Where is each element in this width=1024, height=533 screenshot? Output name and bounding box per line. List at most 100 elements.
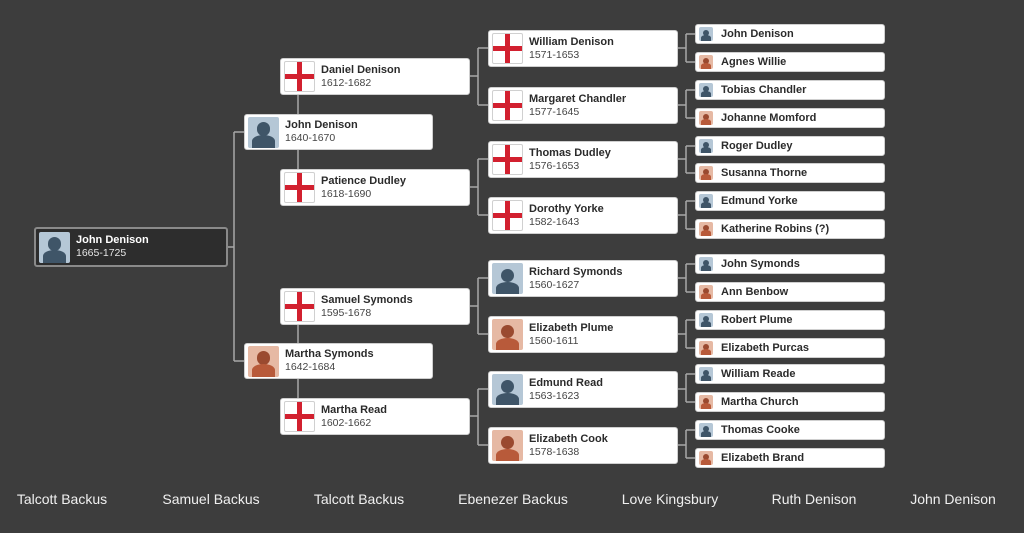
person-name: Daniel Denison [321,63,401,76]
person-name: Martha Church [721,395,799,408]
person-name: John Denison [721,27,794,40]
person-name: Richard Symonds [529,265,623,278]
person-name: Elizabeth Brand [721,451,805,464]
ancestor-card[interactable]: Ann Benbow [695,282,885,302]
male-avatar-icon [492,263,523,294]
england-flag-icon [284,401,315,432]
person-avatar-icon [39,231,70,263]
female-avatar-icon [699,285,713,299]
descendant-link[interactable]: Ruth Denison [771,491,857,507]
female-avatar-icon [248,345,279,377]
person-name: John Symonds [721,257,800,270]
ancestor-card[interactable]: Edmund Yorke [695,191,885,211]
person-dates: 1595-1678 [321,306,372,319]
ancestor-card[interactable]: Elizabeth Brand [695,448,885,468]
ancestor-card[interactable]: Agnes Willie [695,52,885,72]
england-flag-icon [284,172,315,203]
ancestor-card[interactable]: Martha Church [695,392,885,412]
descendant-link[interactable]: John Denison [910,491,996,507]
person-name: Elizabeth Purcas [721,341,810,354]
female-avatar-icon [699,341,713,355]
male-avatar-icon [699,367,713,381]
female-avatar-icon [699,111,713,125]
person-name: Edmund Read [529,376,603,389]
person-dates: 1582-1643 [529,215,580,228]
person-name: John Denison [285,119,358,131]
descendant-link[interactable]: Love Kingsbury [621,491,719,507]
england-flag-icon [492,200,523,231]
person-name: Agnes Willie [721,55,787,68]
ancestor-card[interactable]: Katherine Robins (?) [695,219,885,239]
ancestor-card[interactable]: Johanne Momford [695,108,885,128]
female-avatar-icon [699,395,713,409]
person-name: Johanne Momford [721,111,817,124]
descendant-link[interactable]: Talcott Backus [16,491,108,507]
person-name: Ann Benbow [721,285,789,298]
person-name: Elizabeth Cook [529,432,608,445]
male-avatar-icon [699,423,713,437]
female-avatar-icon [699,451,713,465]
person-dates: 1618-1690 [321,187,372,200]
england-flag-icon [284,291,315,322]
person-name: Margaret Chandler [529,92,627,105]
male-avatar-icon [699,194,713,208]
person-dates: 1602-1662 [321,416,372,429]
person-dates: 1640-1670 [285,132,336,144]
person-name: Dorothy Yorke [529,202,604,215]
person-name: Susanna Thorne [721,166,808,179]
male-avatar-icon [492,374,523,405]
person-name: John Denison [76,234,149,246]
person-name: Katherine Robins (?) [721,222,830,235]
person-dates: 1642-1684 [285,361,336,373]
ancestor-card[interactable]: William Reade [695,364,885,384]
male-avatar-icon [248,116,279,148]
person-name: William Denison [529,35,614,48]
person-name: Thomas Cooke [721,423,800,436]
ancestor-card[interactable]: John Denison [695,24,885,44]
person-name: Edmund Yorke [721,194,798,207]
ancestor-card[interactable]: Robert Plume [695,310,885,330]
person-name: Robert Plume [721,313,793,326]
person-dates: 1612-1682 [321,76,372,89]
female-avatar-icon [699,166,713,180]
person-dates: 1571-1653 [529,48,580,61]
person-name: Roger Dudley [721,139,793,152]
descendant-link[interactable]: Samuel Backus [162,491,260,507]
ancestor-card[interactable]: Susanna Thorne [695,163,885,183]
ancestor-card[interactable]: Elizabeth Purcas [695,338,885,358]
england-flag-icon [492,90,523,121]
person-name: Patience Dudley [321,174,406,187]
england-flag-icon [492,33,523,64]
descendant-link[interactable]: Talcott Backus [313,491,405,507]
person-dates: 1576-1653 [529,159,580,172]
ancestor-card[interactable]: John Symonds [695,254,885,274]
ancestor-card[interactable]: Tobias Chandler [695,80,885,100]
person-name: Martha Read [321,403,388,416]
person-name: Martha Symonds [285,348,374,360]
england-flag-icon [492,144,523,175]
person-dates: 1563-1623 [529,389,580,402]
ancestor-card[interactable]: Thomas Cooke [695,420,885,440]
ancestor-card[interactable]: Roger Dudley [695,136,885,156]
person-name: Thomas Dudley [529,146,611,159]
female-avatar-icon [492,430,523,461]
female-avatar-icon [699,222,713,236]
descendant-link[interactable]: Ebenezer Backus [458,491,568,507]
root-person-card[interactable]: John Denison 1665-1725 [34,227,228,267]
male-avatar-icon [699,313,713,327]
